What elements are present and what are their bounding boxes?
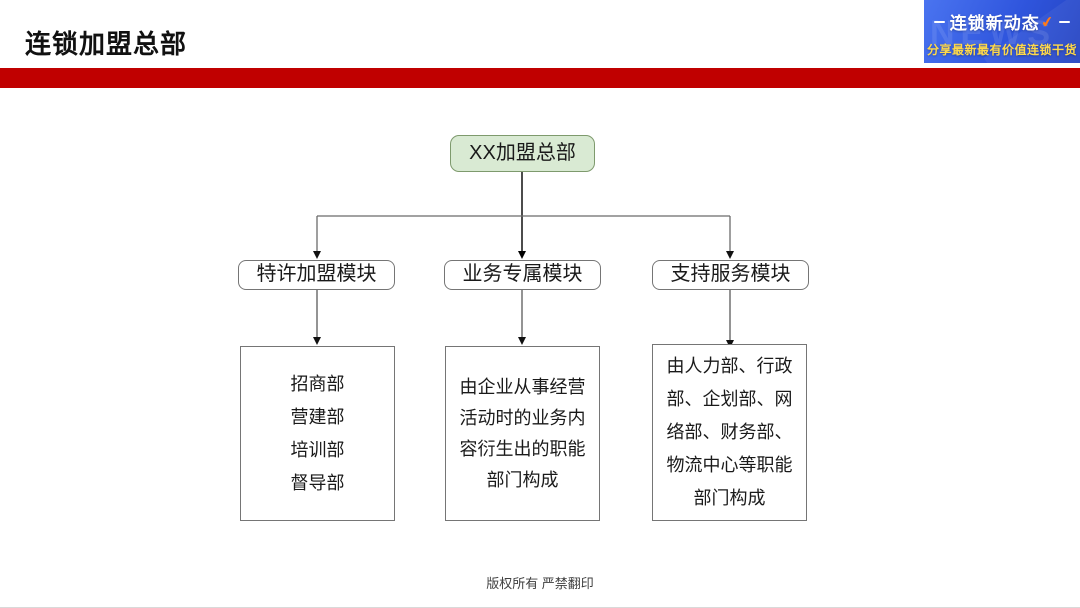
page-title: 连锁加盟总部: [25, 29, 188, 59]
detail-node-business-description: 由企业从事经营 活动时的业务内 容衍生出的职能 部门构成: [445, 346, 600, 521]
arrowhead-detail2: [518, 337, 526, 345]
badge-subtitle: 分享最新最有价值连锁干货: [926, 43, 1077, 57]
dash-decoration-right: [1059, 20, 1071, 23]
detail-text: 由企业从事经营 活动时的业务内 容衍生出的职能 部门构成: [459, 376, 586, 490]
module-node-support: 支持服务模块: [652, 260, 809, 290]
arrowhead-center: [518, 251, 526, 259]
badge-title: 连锁新动态: [949, 14, 1040, 33]
check-swoosh-icon: ✔: [1039, 12, 1056, 32]
red-divider-bar: [0, 68, 1080, 88]
detail-node-support-departments: 由人力部、行政 部、企划部、网 络部、财务部、 物流中心等职能 部门构成: [652, 344, 807, 521]
arrowhead-right: [726, 251, 734, 259]
news-badge: NEWS 连锁新动态 ✔ 分享最新最有价值连锁干货: [924, 0, 1080, 63]
badge-watermark: NEWS: [930, 14, 1056, 52]
badge-title-row: 连锁新动态 ✔: [924, 9, 1080, 34]
arrowhead-detail1: [313, 337, 321, 345]
detail-text: 招商部 营建部 培训部 督导部: [290, 373, 345, 493]
dash-decoration-left: [933, 20, 945, 23]
arrowhead-left: [313, 251, 321, 259]
root-node-headquarters: XX加盟总部: [450, 135, 595, 172]
copyright-notice: 版权所有 严禁翻印: [486, 576, 594, 591]
detail-node-franchise-departments: 招商部 营建部 培训部 督导部: [240, 346, 395, 521]
module-node-franchise: 特许加盟模块: [238, 260, 395, 290]
detail-text: 由人力部、行政 部、企划部、网 络部、财务部、 物流中心等职能 部门构成: [666, 356, 793, 508]
module-node-business: 业务专属模块: [444, 260, 601, 290]
